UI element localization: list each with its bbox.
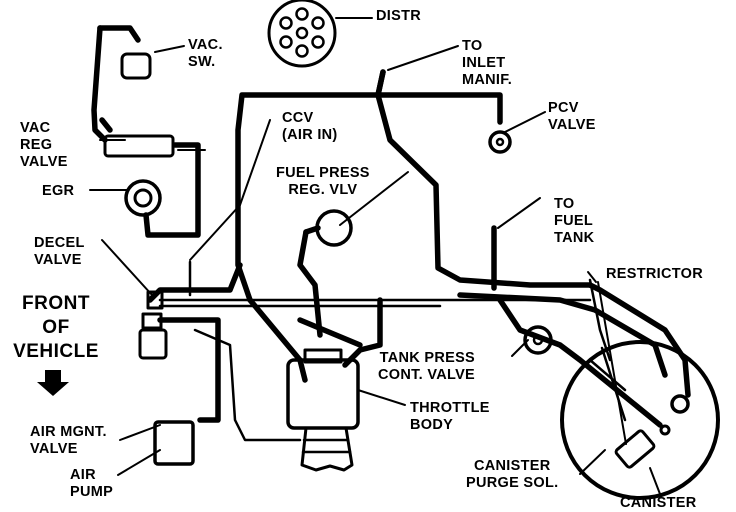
- pcv-valve-icon: [488, 130, 512, 154]
- leader-lines: [89, 17, 661, 495]
- distr-label: DISTR: [376, 8, 421, 24]
- canister-purge-sol-icon: [614, 429, 656, 469]
- canister-icon: [560, 340, 720, 500]
- egr-valve-icon: [124, 179, 162, 217]
- vac-reg-valve-icon: [103, 134, 175, 158]
- throttle-body-icon: [286, 348, 360, 472]
- vac-sw-label: VAC.SW.: [188, 37, 223, 70]
- decel-valve-icon: [146, 290, 164, 310]
- air-mgnt-valve-label: AIR MGNT.VALVE: [30, 424, 107, 457]
- air-mgnt-valve-icon: [153, 420, 195, 466]
- distributor-icon: [267, 0, 337, 68]
- thin-hoses: [158, 260, 627, 442]
- down-arrow-icon: [37, 370, 69, 396]
- egr-label: EGR: [42, 183, 75, 199]
- tank-press-cont-valve-icon: [523, 325, 553, 355]
- vac-switch-icon: [120, 52, 152, 80]
- ccv-air-in-label: CCV(AIR IN): [282, 110, 338, 143]
- fuel-press-reg-valve-icon: [315, 209, 353, 247]
- canister-label: CANISTER: [620, 495, 697, 511]
- restrictor-label: RESTRICTOR: [606, 266, 703, 282]
